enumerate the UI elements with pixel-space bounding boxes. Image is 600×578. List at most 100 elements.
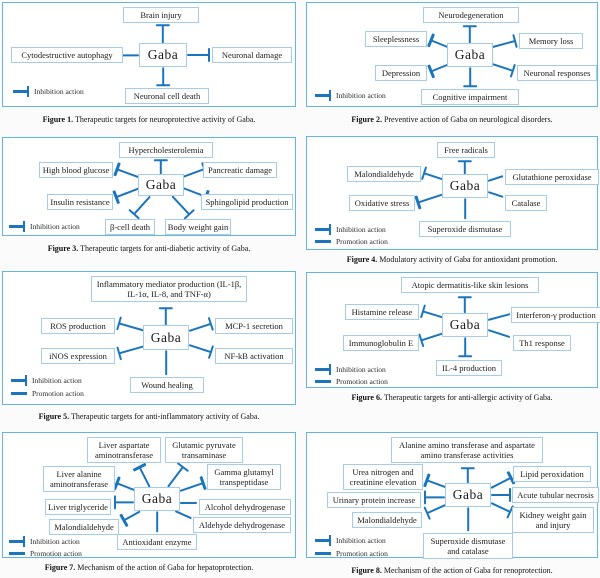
node-box: Insulin resistance: [47, 194, 113, 211]
node-label: Liver triglyceride: [48, 502, 108, 512]
node-box: Superoxide dismutase: [419, 221, 511, 238]
inhibition-symbol-icon: [13, 86, 29, 98]
inhibition-connector: [132, 195, 151, 215]
legend-promotion: Promotion action: [315, 549, 388, 558]
promotion-connector: [180, 501, 197, 505]
inhibition-connector: [123, 509, 141, 521]
promotion-connector: [164, 350, 168, 376]
node-label: Interferon-γ production: [516, 310, 596, 320]
node-box: Aldehyde dehydrogenase: [193, 517, 291, 534]
node-box: Acute tubular necrosis: [512, 487, 599, 504]
caption-text: Therapeutic targets for anti-diabetic ac…: [80, 244, 251, 253]
node-label: Neurodegeneration: [438, 10, 504, 20]
promotion-connector: [487, 312, 511, 322]
caption-number: Figure 6.: [351, 393, 382, 402]
inhibition-connector: [425, 495, 445, 499]
inhibition-symbol-icon: [315, 364, 331, 376]
node-box: Urea nitrogen and creatinine elevation: [343, 464, 423, 491]
legend-promotion: Promotion action: [315, 237, 388, 246]
node-box: Brain injury: [123, 7, 199, 24]
inhibition-connector: [463, 297, 467, 314]
figure-1-panel: Brain injury Cytodestructive autophagy N…: [2, 2, 296, 107]
node-label: iNOS expression: [49, 351, 107, 361]
node-label: Neuronal cell death: [133, 91, 201, 101]
inhibition-connector: [161, 25, 165, 44]
legend-promotion: Promotion action: [11, 389, 84, 398]
node-box: Neuronal responses: [517, 65, 597, 82]
legend-label: Promotion action: [336, 549, 388, 558]
node-box: Malondialdehyde: [347, 166, 421, 183]
inhibition-connector: [468, 26, 472, 44]
legend-inhibition: Inhibition action: [9, 536, 80, 548]
node-box: Liver alanine aminotransferase: [43, 466, 115, 493]
figure-4-panel: Free radicals Malondialdehyde Glutathion…: [306, 136, 599, 250]
node-box: Antioxidant enzyme: [117, 534, 197, 551]
gaba-label: Gaba: [150, 329, 182, 345]
node-box: Kidney weight gain and injury: [512, 507, 594, 534]
caption-number: Figure 7.: [44, 563, 76, 572]
node-box: Th1 response: [513, 335, 571, 352]
node-label: MCP-1 secretion: [225, 321, 283, 331]
inhibition-connector: [491, 486, 512, 504]
node-label: Immunoglobulin E: [348, 338, 414, 348]
node-box: Pancreatic damage: [203, 162, 277, 179]
node-box: Oxidative stress: [349, 195, 415, 212]
node-box: Lipid peroxidation: [513, 466, 591, 483]
caption-number: Figure 2.: [351, 115, 382, 124]
caption-text: Therapeutic targets for anti-inflammator…: [70, 412, 260, 421]
node-box: Glutamic pyruvate transaminase: [165, 437, 243, 464]
gaba-center-box: Gaba: [134, 487, 180, 511]
node-label: Body weight gain: [167, 222, 229, 232]
node-label: Neuronal responses: [523, 68, 591, 78]
inhibition-connector: [167, 466, 184, 488]
legend-label: Promotion action: [336, 377, 388, 386]
node-box: Interferon-γ production: [511, 307, 600, 324]
node-box: Body weight gain: [165, 219, 231, 236]
figure-8-panel: Alanine amino transferase and aspartate …: [306, 432, 599, 560]
node-label: Memory loss: [528, 36, 574, 46]
node-label: ROS production: [50, 321, 106, 331]
gaba-label: Gaba: [147, 47, 179, 62]
node-label: Catalase: [511, 198, 541, 208]
legend-label: Inhibition action: [30, 222, 80, 231]
caption-number: Figure 5.: [38, 412, 70, 421]
promotion-symbol-icon: [315, 552, 331, 555]
inhibition-connector: [159, 160, 163, 175]
node-box: Sphingolipid production: [201, 194, 293, 211]
legend-promotion: Promotion action: [315, 377, 388, 386]
node-box: Histamine release: [345, 304, 419, 321]
node-box: ROS production: [41, 318, 115, 335]
inhibition-connector: [468, 67, 472, 87]
caption-text: Mechanism of the action of Gaba for hepa…: [77, 563, 254, 572]
legend-label: Inhibition action: [30, 537, 80, 546]
inhibition-symbol-icon: [11, 375, 27, 387]
node-box: Catalase: [505, 195, 547, 212]
promotion-connector: [466, 507, 470, 532]
legend-label: Inhibition action: [336, 365, 386, 374]
node-box: Hypercholesterolemia: [119, 142, 213, 159]
node-box: Wound healing: [130, 377, 204, 394]
inhibition-connector: [164, 308, 168, 326]
figure-8-caption: Figure 8. Mechanism of the action of Gab…: [306, 566, 598, 575]
node-box: MCP-1 secretion: [215, 318, 293, 335]
node-label: Sphingolipid production: [205, 197, 289, 207]
node-label: Insulin resistance: [50, 197, 110, 207]
legend-label: Inhibition action: [32, 376, 82, 385]
node-label: Antioxidant enzyme: [122, 537, 192, 547]
node-label: Malondialdehyde: [54, 522, 114, 532]
node-box: Free radicals: [437, 142, 495, 159]
legend-label: Inhibition action: [336, 91, 386, 100]
node-label: Superoxide dismutase and catalase: [430, 536, 506, 557]
figure-3-panel: Hypercholesterolemia High blood glucose …: [2, 137, 296, 236]
node-box: Cytodestructive autophagy: [11, 47, 123, 64]
legend-inhibition: Inhibition action: [13, 86, 84, 98]
node-label: Superoxide dismutase: [427, 224, 503, 234]
node-box: Cognitive impairment: [421, 89, 519, 106]
node-label: Aldehyde dehydrogenase: [198, 520, 286, 530]
node-label: Lipid peroxidation: [520, 469, 584, 479]
inhibition-connector: [463, 161, 467, 175]
figure-2-panel: Neurodegeneration Sleeplessness Memory l…: [306, 2, 598, 107]
caption-text: Therapeutic targets for anti-allergic ac…: [383, 393, 553, 402]
node-box: Liver aspartate aminotransferase: [87, 437, 161, 464]
